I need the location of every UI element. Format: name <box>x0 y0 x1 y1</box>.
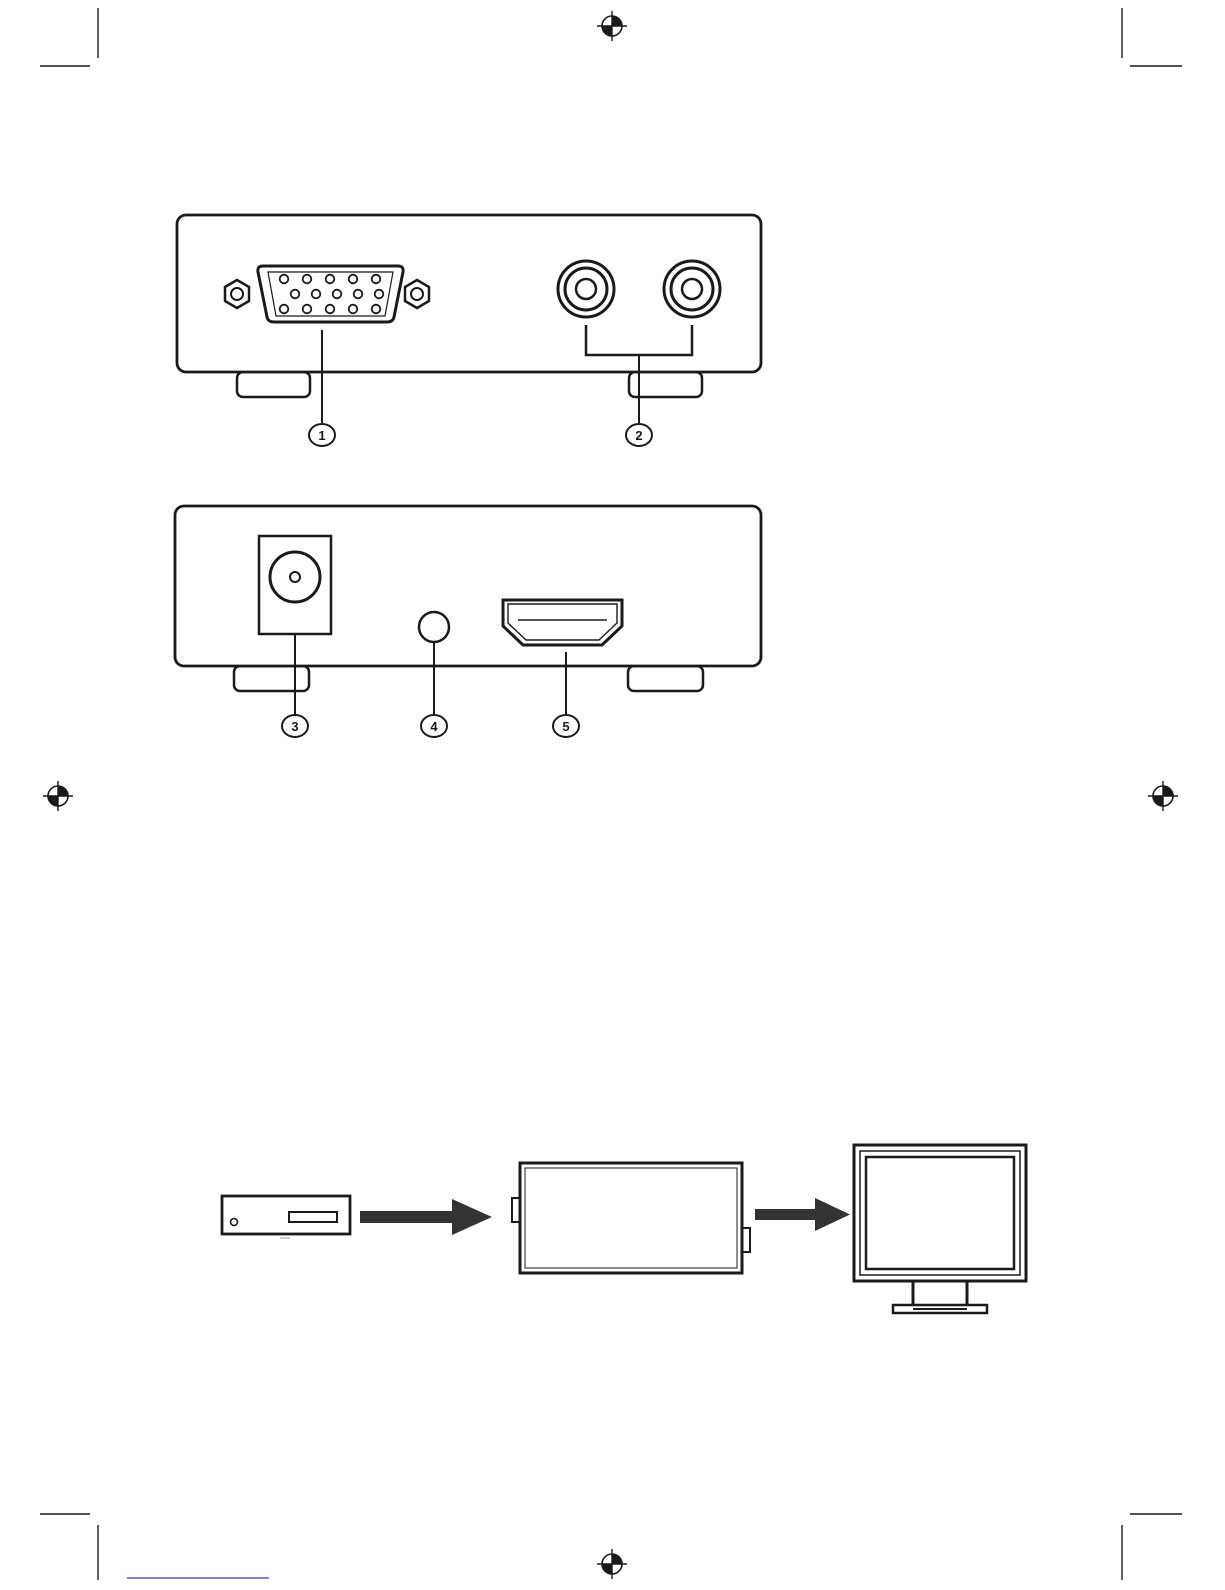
callout-5: 5 <box>553 715 579 737</box>
vga-pin <box>349 275 358 284</box>
connection-diagram <box>222 1145 1026 1313</box>
vga-pin <box>372 305 381 314</box>
vga-pin <box>349 305 358 314</box>
vga-pin <box>280 305 289 314</box>
vga-pin <box>354 290 363 299</box>
registration-mark-icon <box>597 11 627 41</box>
registration-mark-icon <box>1148 781 1178 811</box>
vga-pin <box>280 275 289 284</box>
converter-box-icon <box>512 1163 750 1273</box>
dc-power-jack-icon <box>259 536 331 634</box>
callout-number: 4 <box>430 719 438 734</box>
callout-3: 3 <box>282 715 308 737</box>
callout-2: 2 <box>626 424 652 446</box>
callout-1: 1 <box>309 424 335 446</box>
monitor-icon <box>854 1145 1026 1313</box>
callout-4: 4 <box>421 715 447 737</box>
rca-jack-icon <box>664 261 720 317</box>
vga-pin <box>372 275 381 284</box>
registration-mark-icon <box>597 1549 627 1579</box>
registration-mark-icon <box>43 781 73 811</box>
dvd-player-icon <box>222 1196 350 1238</box>
vga-pin <box>326 275 335 284</box>
vga-pin <box>291 290 300 299</box>
output-panel: 3 4 5 <box>175 506 761 737</box>
panel-foot <box>237 372 310 397</box>
right-arrow-icon <box>360 1199 492 1235</box>
panel-foot <box>234 666 309 691</box>
vga-pin <box>303 275 312 284</box>
vga-pin <box>312 290 321 299</box>
callout-number: 3 <box>291 719 298 734</box>
rca-jack-icon <box>558 261 614 317</box>
right-arrow-icon <box>755 1198 850 1231</box>
vga-pin <box>303 305 312 314</box>
vga-pin <box>333 290 342 299</box>
callout-number: 2 <box>635 428 642 443</box>
vga-pin <box>375 290 384 299</box>
callout-number: 5 <box>562 719 569 734</box>
input-panel: 1 2 <box>177 215 761 446</box>
vga-pin <box>326 305 335 314</box>
status-led-icon <box>419 612 449 642</box>
callout-number: 1 <box>318 428 325 443</box>
panel-foot <box>628 666 703 691</box>
hdmi-port-icon <box>503 600 622 645</box>
